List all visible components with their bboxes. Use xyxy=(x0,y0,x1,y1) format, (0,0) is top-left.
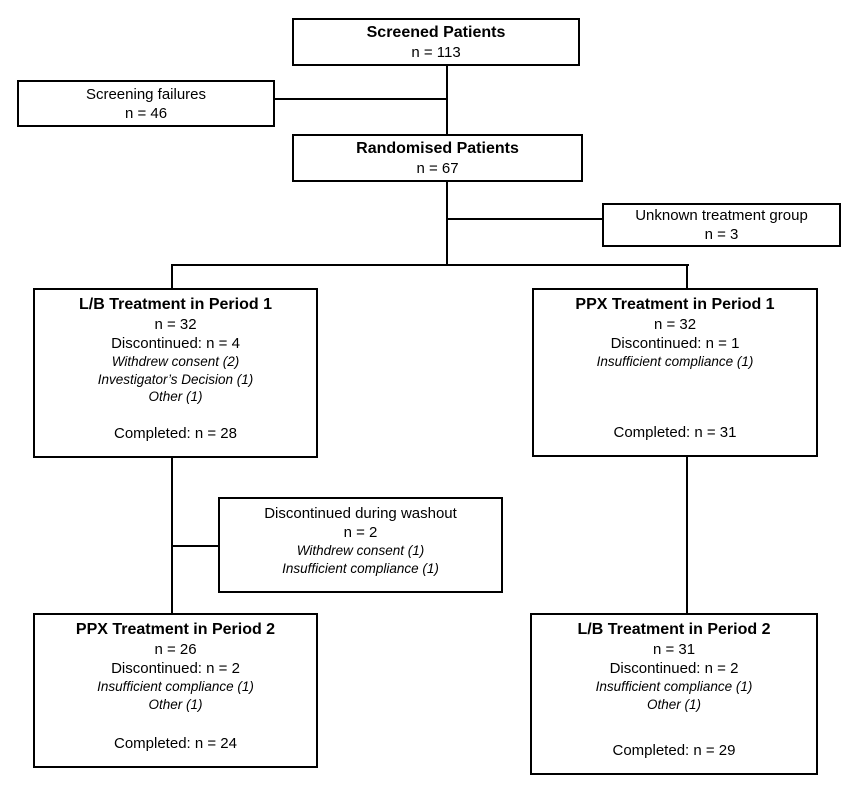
box-title: Discontinued during washout xyxy=(264,505,457,522)
box-n-value: n = 46 xyxy=(124,104,168,122)
connector-lb-period1-to-ppx-period2 xyxy=(171,456,173,614)
box-title: L/B Treatment in Period 1 xyxy=(79,296,272,313)
box-title: Unknown treatment group xyxy=(635,207,808,224)
box-completed: Completed: n = 24 xyxy=(114,735,237,752)
box-n-value: n = 31 xyxy=(652,641,696,658)
box-title: Screened Patients xyxy=(366,23,506,41)
connector-unknown-group-stub xyxy=(446,218,602,220)
box-discontinued: Discontinued: n = 4 xyxy=(111,335,240,352)
box-ppx-treatment-period2: PPX Treatment in Period 2 n = 26 Discont… xyxy=(33,613,318,768)
box-reason: Withdrew consent (2) xyxy=(111,354,240,369)
box-completed: Completed: n = 29 xyxy=(612,742,736,759)
box-title: Randomised Patients xyxy=(356,139,519,157)
connector-branch-to-ppx-period1 xyxy=(686,264,688,290)
box-n-value: n = 26 xyxy=(154,641,197,658)
box-randomised-patients: Randomised Patients n = 67 xyxy=(292,134,583,182)
box-reason: Investigator’s Decision (1) xyxy=(97,371,254,387)
box-n-value: n = 113 xyxy=(411,43,461,61)
box-n-value: n = 3 xyxy=(704,226,739,243)
box-discontinued: Discontinued: n = 2 xyxy=(609,660,739,677)
connector-screened-to-randomised xyxy=(446,66,448,134)
connector-washout-stub xyxy=(171,545,218,547)
box-lb-treatment-period2: L/B Treatment in Period 2 n = 31 Discont… xyxy=(530,613,818,775)
box-discontinued: Discontinued: n = 2 xyxy=(111,660,240,677)
box-completed: Completed: n = 28 xyxy=(114,425,237,442)
box-reason: Other (1) xyxy=(148,696,203,712)
box-reason: Insufficient compliance (1) xyxy=(282,560,439,576)
box-title: L/B Treatment in Period 2 xyxy=(577,621,771,638)
box-n-value: n = 67 xyxy=(416,159,459,177)
box-completed: Completed: n = 31 xyxy=(613,424,737,441)
box-reason: Insufficient compliance (1) xyxy=(97,679,254,694)
box-screening-failures: Screening failures n = 46 xyxy=(17,80,275,127)
connector-branch-to-lb-period1 xyxy=(171,264,173,290)
connector-screening-failures-stub xyxy=(275,98,448,100)
box-reason: Insufficient compliance (1) xyxy=(596,354,754,369)
box-n-value: n = 32 xyxy=(154,316,197,333)
connector-ppx-period1-to-lb-period2 xyxy=(686,456,688,614)
connector-randomised-to-branch xyxy=(446,182,448,266)
box-n-value: n = 32 xyxy=(653,316,697,333)
box-title: PPX Treatment in Period 1 xyxy=(575,296,775,313)
box-lb-treatment-period1: L/B Treatment in Period 1 n = 32 Discont… xyxy=(33,288,318,458)
box-reason: Other (1) xyxy=(646,696,701,712)
box-reason: Withdrew consent (1) xyxy=(296,543,425,558)
box-reason: Insufficient compliance (1) xyxy=(595,679,753,694)
box-screened-patients: Screened Patients n = 113 xyxy=(292,18,580,66)
box-reason: Other (1) xyxy=(148,389,203,404)
box-unknown-treatment-group: Unknown treatment group n = 3 xyxy=(602,203,841,247)
box-title: PPX Treatment in Period 2 xyxy=(75,621,276,638)
box-title: Screening failures xyxy=(85,85,207,103)
connector-branch-horizontal xyxy=(171,264,689,266)
box-discontinued: Discontinued: n = 1 xyxy=(610,335,740,352)
box-ppx-treatment-period1: PPX Treatment in Period 1 n = 32 Discont… xyxy=(532,288,818,457)
box-discontinued-washout: Discontinued during washout n = 2 Withdr… xyxy=(218,497,503,593)
box-n-value: n = 2 xyxy=(343,524,378,541)
